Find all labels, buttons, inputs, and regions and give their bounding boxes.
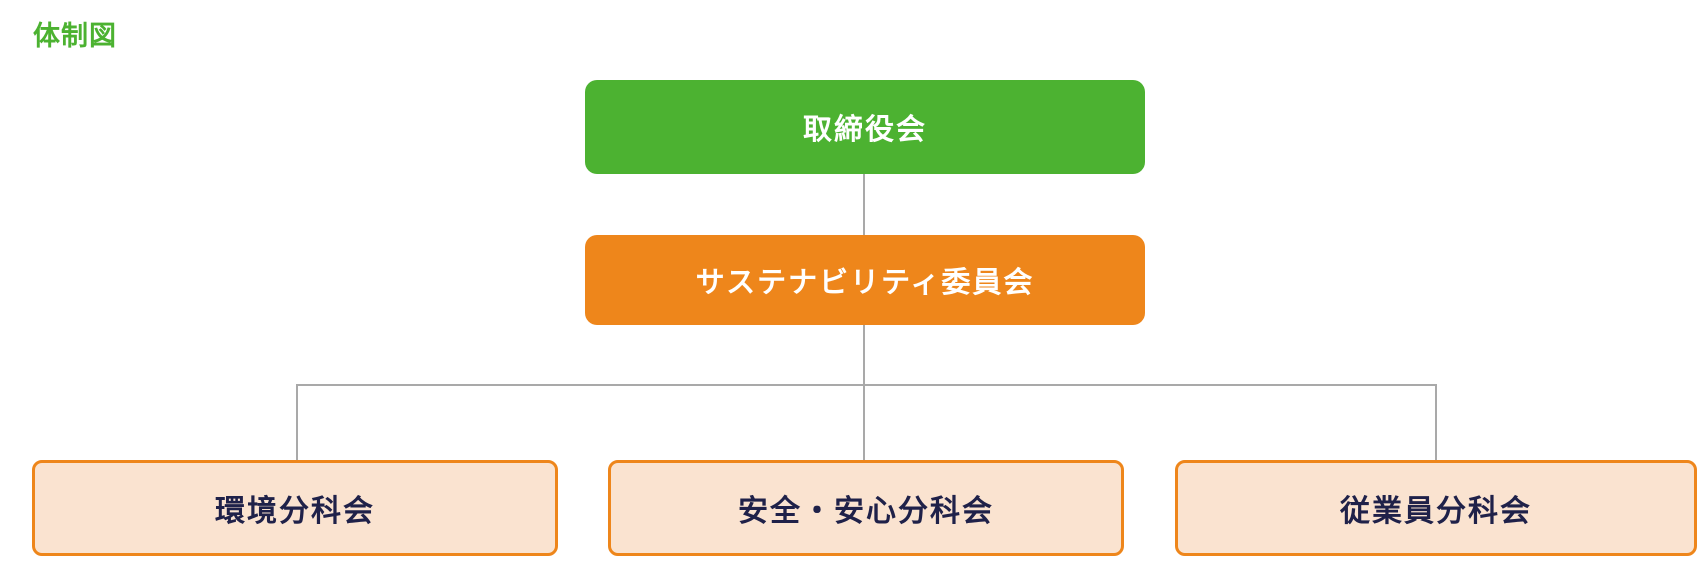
node-employee-subcommittee: 従業員分科会 [1175,460,1697,556]
node-employee-subcommittee-label: 従業員分科会 [1340,495,1532,528]
connector-drop-employee [1435,384,1437,460]
node-board-of-directors: 取締役会 [585,80,1145,174]
connector-horizontal-rail [296,384,1437,386]
node-safety-security-subcommittee: 安全・安心分科会 [608,460,1124,556]
node-sustainability-committee-label: サステナビリティ委員会 [695,267,1035,299]
node-sustainability-committee: サステナビリティ委員会 [585,235,1145,325]
node-environment-subcommittee: 環境分科会 [32,460,558,556]
node-safety-security-subcommittee-label: 安全・安心分科会 [738,495,994,528]
connector-drop-environment [296,384,298,460]
connector-drop-safety [863,384,865,460]
connector-root-to-committee [863,174,865,235]
connector-committee-to-rail [863,325,865,384]
node-environment-subcommittee-label: 環境分科会 [215,495,375,528]
node-board-of-directors-label: 取締役会 [802,114,927,146]
diagram-title: 体制図 [33,21,117,51]
